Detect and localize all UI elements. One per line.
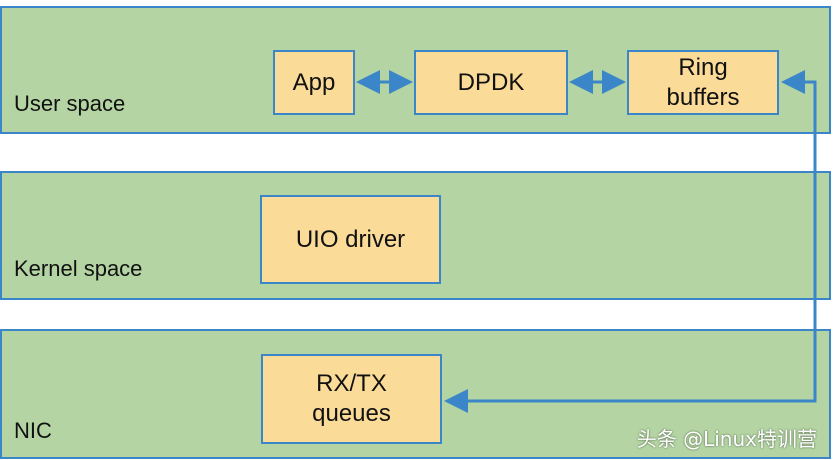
watermark: 头条 @Linux特训营 (636, 427, 817, 451)
user-space-label: User space (14, 91, 126, 116)
ring-rxtx-arrow (444, 70, 817, 413)
rxtx-queues-label-line1: RX/TX (316, 370, 387, 397)
uio-driver-box: UIO driver (260, 195, 441, 284)
app-box: App (273, 50, 355, 115)
app-box-label: App (292, 68, 336, 96)
kernel-space-label: Kernel space (14, 256, 143, 281)
uio-driver-label: UIO driver (295, 225, 406, 253)
rxtx-queues-box: RX/TX queues (261, 354, 442, 444)
rxtx-queues-label-line2: queues (312, 400, 391, 427)
nic-label: NIC (14, 418, 52, 443)
